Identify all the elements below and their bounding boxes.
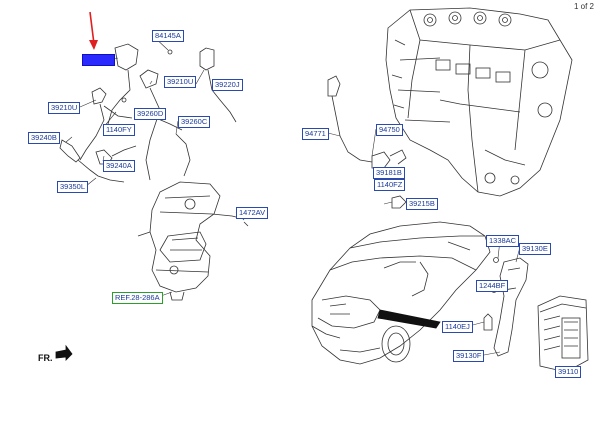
part-label-39220j[interactable]: 39220J (212, 79, 243, 91)
part-label-39260c[interactable]: 39260C (178, 116, 211, 128)
red-pointer-arrow (89, 11, 98, 50)
part-label-39110[interactable]: 39110 (555, 366, 582, 378)
part-label-39350l[interactable]: 39350L (57, 181, 89, 193)
part-label-39130f[interactable]: 39130F (453, 350, 485, 362)
part-label-39215b[interactable]: 39215B (406, 198, 438, 210)
part-label-39181b[interactable]: 39181B (373, 167, 405, 179)
part-label-39210u-left[interactable]: 39210U (48, 102, 81, 114)
part-label-1140ej[interactable]: 1140EJ (442, 321, 473, 333)
part-label-39130e[interactable]: 39130E (519, 243, 551, 255)
part-label-1338ac[interactable]: 1338AC (486, 235, 520, 247)
engine-block-drawing (385, 7, 573, 197)
part-label-84145a[interactable]: 84145A (152, 30, 184, 42)
front-direction-arrow (55, 344, 73, 361)
leader-lines (65, 34, 561, 371)
front-marker: FR. (38, 353, 53, 363)
page-indicator: 1 of 2 (573, 2, 594, 11)
part-label-ref-28-286a[interactable]: REF.28-286A (112, 292, 163, 304)
part-label-39260d[interactable]: 39260D (134, 108, 167, 120)
part-label-highlighted[interactable]: 39350M (82, 54, 116, 66)
left-sensors-drawing (59, 43, 249, 227)
vehicle-drawing (311, 221, 491, 365)
part-label-94771[interactable]: 94771 (302, 128, 329, 140)
ecu-drawing (483, 257, 589, 373)
part-label-1140fy[interactable]: 1140FY (103, 124, 135, 136)
part-label-39240a[interactable]: 39240A (103, 160, 135, 172)
part-label-1472av[interactable]: 1472AV (236, 207, 269, 219)
part-label-1244bf[interactable]: 1244BF (476, 280, 509, 292)
ecu-location-arrow (377, 309, 441, 329)
part-label-39240b[interactable]: 39240B (28, 132, 60, 144)
part-label-39210u-top[interactable]: 39210U (164, 76, 197, 88)
part-label-94750[interactable]: 94750 (376, 124, 403, 136)
catalytic-converter-drawing (137, 181, 241, 301)
part-label-1140fz[interactable]: 1140FZ (374, 179, 406, 191)
